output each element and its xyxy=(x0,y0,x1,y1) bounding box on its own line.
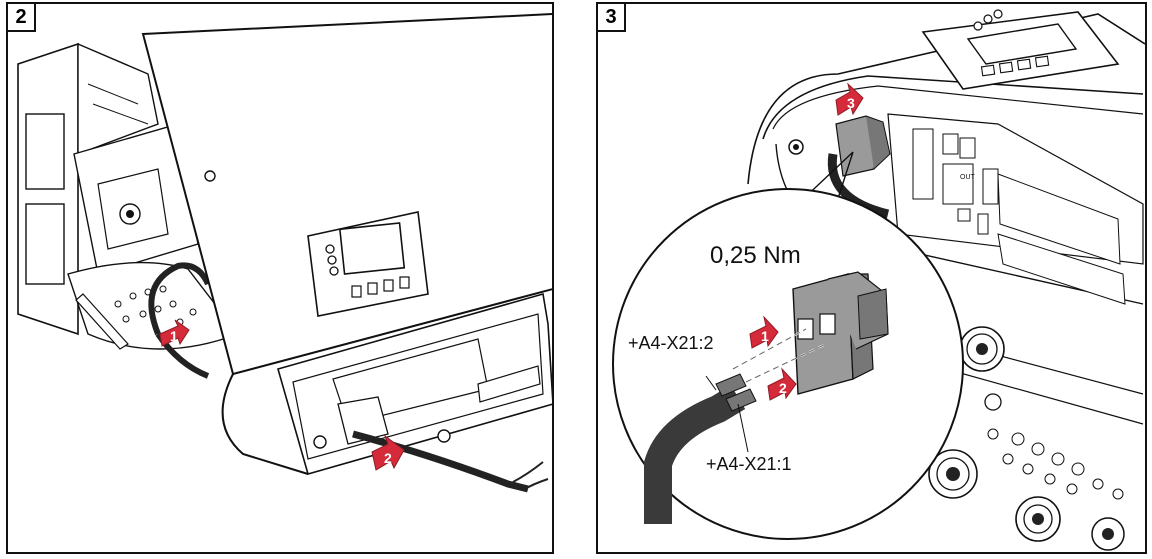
step-3-panel: 3 OUT xyxy=(596,2,1147,554)
arrow-2-icon xyxy=(371,434,405,471)
arrow-3-icon xyxy=(835,82,864,116)
wire-label-x21-2: +A4-X21:2 xyxy=(628,333,714,353)
arrow-2-label: 2 xyxy=(779,380,787,396)
wire-label-x21-1: +A4-X21:1 xyxy=(706,454,792,474)
terminal-connector-detail xyxy=(792,271,889,395)
arrow-1-icon xyxy=(749,315,779,349)
step-2-illustration: 1 2 xyxy=(17,13,552,493)
step-number-badge: 2 xyxy=(8,4,36,32)
step-3-illustration: OUT 3 xyxy=(612,9,1145,551)
arrow-1-icon xyxy=(159,319,190,347)
step-2-panel: 2 xyxy=(6,2,554,554)
arrow-2-icon xyxy=(767,367,797,401)
step-number-badge: 3 xyxy=(598,4,626,32)
arrow-1-label: 1 xyxy=(170,328,178,344)
board-marking: OUT xyxy=(960,174,976,181)
detail-magnifier xyxy=(612,188,964,540)
torque-label: 0,25 Nm xyxy=(710,242,801,269)
arrow-3-label: 3 xyxy=(847,95,855,111)
arrow-2-label: 2 xyxy=(384,450,392,466)
arrow-1-label: 1 xyxy=(761,328,769,344)
